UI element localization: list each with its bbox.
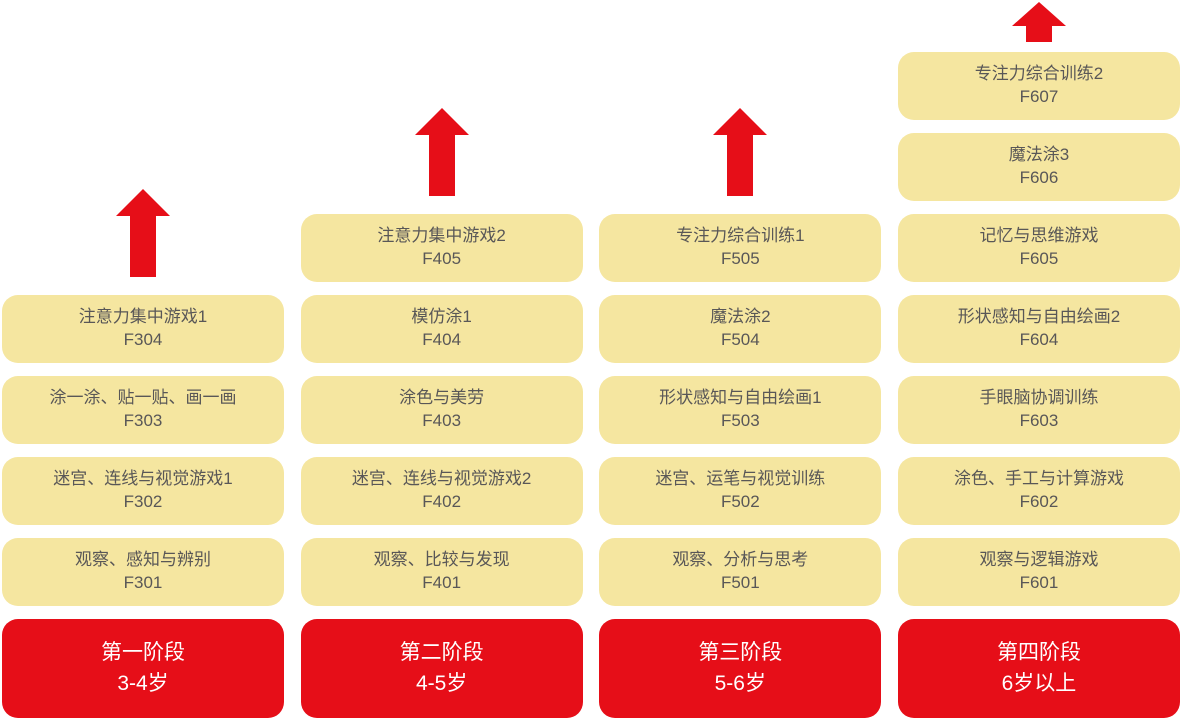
course-card: 记忆与思维游戏 F605	[897, 214, 1180, 282]
course-name: 涂色与美劳	[399, 388, 485, 408]
stage-age-range: 5-6岁	[714, 671, 766, 695]
course-card: 注意力集中游戏2 F405	[300, 214, 583, 282]
course-name: 迷宫、运笔与视觉训练	[655, 469, 826, 489]
course-code: F604	[1019, 330, 1059, 349]
course-card: 专注力综合训练2 F607	[897, 52, 1180, 120]
stage-title: 第一阶段	[101, 641, 185, 665]
course-code: F602	[1019, 492, 1059, 511]
course-code: F404	[422, 330, 462, 349]
stage-title: 第二阶段	[399, 641, 484, 665]
course-card: 魔法涂3 F606	[897, 133, 1180, 201]
course-code: F501	[720, 573, 760, 592]
course-name: 模仿涂1	[411, 307, 472, 327]
course-card: 观察与逻辑游戏 F601	[897, 538, 1180, 606]
course-name: 涂一涂、贴一贴、画一画	[49, 388, 237, 408]
stage-title: 第三阶段	[698, 641, 783, 665]
course-name: 形状感知与自由绘画2	[957, 307, 1121, 327]
stage-column: 专注力综合训练1 F505 魔法涂2 F504 形状感知与自由绘画1 F503 …	[599, 0, 882, 718]
up-arrow-icon	[2, 189, 284, 277]
course-card: 涂色与美劳 F403	[300, 376, 583, 444]
course-card: 形状感知与自由绘画2 F604	[897, 295, 1180, 363]
course-name: 形状感知与自由绘画1	[659, 388, 822, 408]
stage-title: 第四阶段	[996, 641, 1081, 665]
course-card: 涂色、手工与计算游戏 F602	[897, 457, 1180, 525]
course-card: 注意力集中游戏1 F304	[2, 295, 284, 363]
course-code: F505	[720, 249, 760, 268]
course-name: 魔法涂3	[1008, 145, 1070, 165]
course-card: 形状感知与自由绘画1 F503	[599, 376, 882, 444]
stage-age-range: 3-4岁	[117, 671, 169, 695]
course-stack: 注意力集中游戏2 F405 模仿涂1 F404 涂色与美劳 F403 迷宫、连线…	[300, 214, 583, 619]
stage-column: 专注力综合训练2 F607 魔法涂3 F606 记忆与思维游戏 F605 形状感…	[897, 0, 1180, 718]
stage-label-box: 第二阶段 4-5岁	[300, 619, 583, 718]
up-arrow-icon	[301, 108, 583, 196]
course-card: 迷宫、连线与视觉游戏2 F402	[300, 457, 583, 525]
stage-label-box: 第四阶段 6岁以上	[897, 619, 1180, 718]
course-code: F503	[720, 411, 760, 430]
course-name: 观察、分析与思考	[672, 550, 809, 570]
stage-column: 注意力集中游戏1 F304 涂一涂、贴一贴、画一画 F303 迷宫、连线与视觉游…	[2, 0, 284, 718]
course-code: F302	[123, 492, 163, 511]
course-code: F502	[720, 492, 760, 511]
course-name: 专注力综合训练2	[974, 64, 1104, 84]
course-code: F603	[1019, 411, 1059, 430]
course-card: 迷宫、连线与视觉游戏1 F302	[2, 457, 284, 525]
course-code: F402	[422, 492, 462, 511]
course-name: 专注力综合训练1	[676, 226, 805, 246]
course-card: 专注力综合训练1 F505	[599, 214, 882, 282]
course-code: F301	[123, 573, 163, 592]
stage-label-box: 第三阶段 5-6岁	[599, 619, 882, 718]
course-name: 手眼脑协调训练	[979, 388, 1099, 408]
course-name: 迷宫、连线与视觉游戏1	[53, 469, 233, 489]
up-arrow-icon	[599, 108, 881, 196]
course-card: 涂一涂、贴一贴、画一画 F303	[2, 376, 284, 444]
stage-column: 注意力集中游戏2 F405 模仿涂1 F404 涂色与美劳 F403 迷宫、连线…	[300, 0, 583, 718]
course-card: 观察、分析与思考 F501	[599, 538, 882, 606]
course-card: 魔法涂2 F504	[599, 295, 882, 363]
up-arrow-icon	[898, 2, 1180, 42]
course-name: 记忆与思维游戏	[979, 226, 1099, 246]
course-code: F606	[1019, 168, 1059, 187]
course-stack: 专注力综合训练1 F505 魔法涂2 F504 形状感知与自由绘画1 F503 …	[599, 214, 882, 619]
course-name: 注意力集中游戏2	[377, 226, 506, 246]
course-code: F403	[422, 411, 462, 430]
course-code: F401	[422, 573, 462, 592]
course-card: 观察、比较与发现 F401	[300, 538, 583, 606]
course-name: 迷宫、连线与视觉游戏2	[351, 469, 532, 489]
course-name: 涂色、手工与计算游戏	[953, 469, 1124, 489]
stage-age-range: 4-5岁	[415, 671, 468, 695]
course-card: 观察、感知与辨别 F301	[2, 538, 284, 606]
course-code: F504	[720, 330, 760, 349]
course-stack: 注意力集中游戏1 F304 涂一涂、贴一贴、画一画 F303 迷宫、连线与视觉游…	[2, 295, 284, 619]
course-stack: 专注力综合训练2 F607 魔法涂3 F606 记忆与思维游戏 F605 形状感…	[897, 52, 1180, 619]
course-code: F601	[1019, 573, 1059, 592]
course-card: 迷宫、运笔与视觉训练 F502	[599, 457, 882, 525]
stage-label-box: 第一阶段 3-4岁	[2, 619, 284, 718]
course-code: F605	[1019, 249, 1059, 268]
course-code: F304	[123, 330, 163, 349]
stage-age-range: 6岁以上	[1001, 671, 1077, 695]
course-name: 观察、比较与发现	[373, 550, 510, 570]
course-name: 魔法涂2	[710, 307, 771, 327]
course-name: 观察、感知与辨别	[75, 550, 211, 570]
course-card: 手眼脑协调训练 F603	[897, 376, 1180, 444]
course-name: 注意力集中游戏1	[78, 307, 208, 327]
course-name: 观察与逻辑游戏	[979, 550, 1099, 570]
course-card: 模仿涂1 F404	[300, 295, 583, 363]
course-code: F405	[422, 249, 462, 268]
course-code: F607	[1019, 87, 1059, 106]
course-code: F303	[123, 411, 163, 430]
